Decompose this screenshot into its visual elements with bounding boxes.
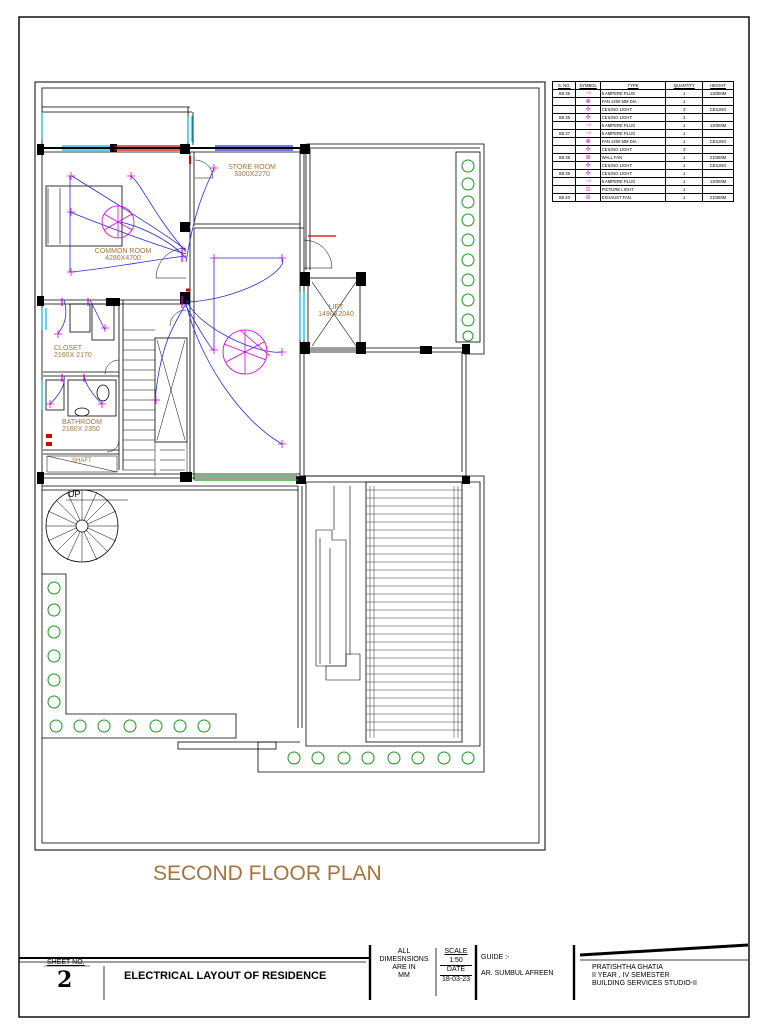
closet-name: CLOSET	[54, 345, 83, 352]
bathroom-name: BATHROOM	[62, 419, 102, 426]
closet-size: 2160X 2170	[54, 352, 92, 359]
plan-title: SECOND FLOOR PLAN	[153, 862, 382, 885]
scale-block: SCALE 1:50 DATE 18-03-23	[440, 948, 472, 984]
windows	[41, 112, 336, 481]
legend-height: 2100MM	[702, 193, 734, 202]
room-label-closet: CLOSET 2160X 2170	[54, 345, 92, 359]
student-name: PRATISHTHA GHATIA	[592, 964, 663, 971]
dims-line-4: MM	[398, 972, 410, 979]
sanitary-marks	[46, 434, 52, 446]
fixture-schedule-table: S. NO. SYMBOL TYPE QUANTITY HEIGHT SB 35…	[551, 81, 734, 202]
planters	[47, 159, 475, 765]
columns	[37, 144, 470, 484]
sheet-number-label: SHEET NO.	[47, 959, 85, 966]
room-label-shaft: SHAFT	[72, 458, 92, 464]
sheet-number: 2	[57, 967, 73, 993]
guide-name: AR. SUMBUL AFREEN	[481, 970, 554, 977]
drawing-title: ELECTRICAL LAYOUT OF RESIDENCE	[124, 970, 327, 982]
room-label-common: COMMON ROOM 4280X4700	[88, 248, 158, 262]
date-label: DATE	[446, 966, 466, 973]
lift-name: LIFT	[328, 304, 344, 311]
lift-size: 1490X2040	[318, 311, 354, 318]
bathroom-size: 2160X 2350	[62, 426, 100, 433]
store-room-name: STORE ROOM	[228, 164, 276, 171]
plant-bottom-row	[49, 719, 211, 733]
room-label-store: STORE ROOM 3300X2270	[222, 164, 282, 178]
scale-label: SCALE	[444, 948, 468, 955]
ceiling-lights	[46, 164, 286, 448]
room-label-bathroom: BATHROOM 2160X 2350	[62, 419, 102, 433]
ceiling-fan-hall	[222, 329, 268, 375]
common-room-size: 4280X4700	[105, 255, 141, 262]
course-name: BUILDING SERVICES STUDIO-II	[592, 980, 697, 987]
date-value: 18-03-23	[440, 974, 472, 983]
legend-header-row: S. NO. SYMBOL TYPE QUANTITY HEIGHT	[551, 81, 734, 90]
stair-up-label: UP	[68, 489, 81, 499]
plot-boundary	[41, 87, 540, 844]
student-info: PRATISHTHA GHATIA II YEAR , IV SEMESTER …	[592, 964, 697, 988]
store-room-size: 3300X2270	[234, 171, 270, 178]
plant-right-column	[461, 159, 475, 342]
dims-line-1: ALL	[397, 948, 411, 955]
legend-type: EXHAUST FAN	[599, 193, 667, 202]
ceiling-fan-common-room	[101, 205, 135, 239]
common-room-name: COMMON ROOM	[94, 248, 152, 255]
room-label-lift: LIFT 1490X2040	[312, 304, 360, 318]
plant-left-column	[47, 581, 61, 709]
dimensions-note: ALL DIMESNSIONS ARE IN MM	[376, 948, 432, 980]
dims-line-2: DIMESNSIONS	[379, 956, 429, 963]
legend-sno: SB 40	[551, 193, 577, 202]
exhaust-fan-icon: ⊖	[575, 193, 601, 202]
dims-line-3: ARE IN	[392, 964, 416, 971]
guide-label: GUIDE :-	[481, 954, 510, 961]
electrical-fixtures	[46, 164, 286, 448]
student-year: II YEAR , IV SEMESTER	[592, 972, 670, 979]
sheet-border	[18, 16, 750, 1018]
scale-value: 1:50	[440, 957, 472, 966]
plan-frame	[34, 81, 546, 851]
switch-boards	[61, 246, 183, 382]
plant-lower-row	[287, 751, 475, 765]
